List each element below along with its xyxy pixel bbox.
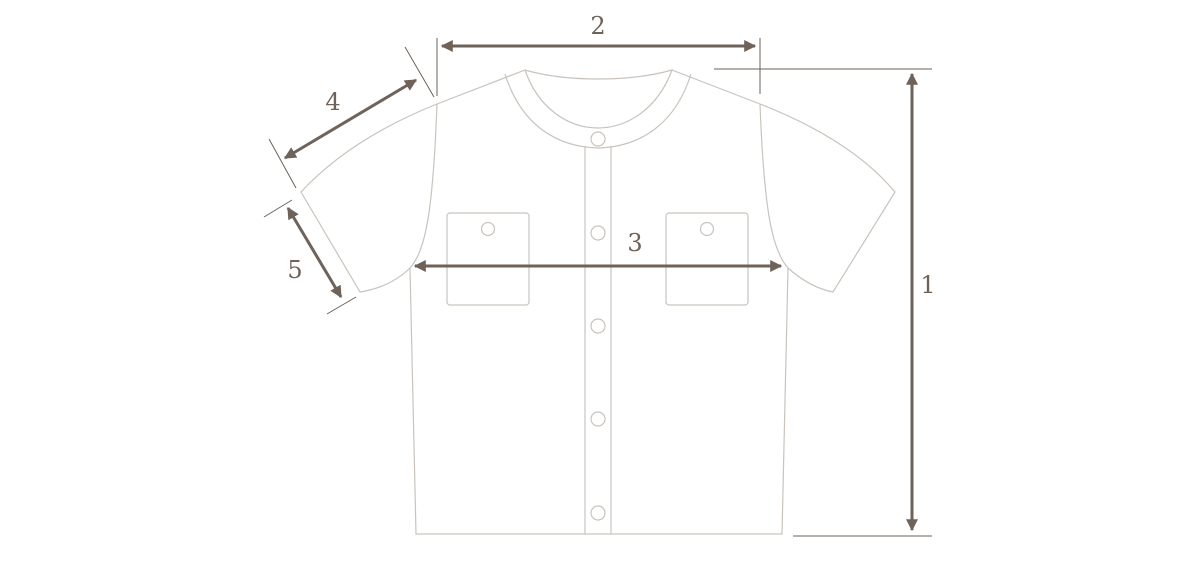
- right-pocket-button: [699, 221, 715, 237]
- button-3: [590, 318, 606, 334]
- right-sleeve-outline: [671, 69, 896, 293]
- button-5: [590, 505, 606, 521]
- sleeve-bottom-extension: [326, 296, 357, 315]
- left-pocket: [446, 212, 530, 306]
- button-2: [590, 225, 606, 241]
- shoulder-slope-top-extension: [404, 46, 435, 98]
- measurement-sleeve: 5: [263, 199, 357, 315]
- right-pocket: [665, 212, 749, 306]
- measurement-shoulder-slope: 4: [268, 46, 435, 189]
- measurement-chest: 3: [413, 229, 783, 272]
- shoulder-label: 2: [590, 12, 605, 40]
- sleeve-top-extension: [263, 199, 293, 218]
- button-1: [590, 131, 606, 147]
- shoulder-slope-label: 4: [325, 88, 340, 116]
- collar-outer: [504, 73, 692, 149]
- measurement-shoulder: 2: [436, 12, 761, 96]
- sleeve-arrow: [286, 206, 343, 299]
- measurement-length: 1: [714, 68, 936, 537]
- collar-inner: [524, 69, 673, 129]
- button-4: [590, 411, 606, 427]
- length-label: 1: [920, 271, 935, 299]
- shoulder-slope-arrow: [283, 78, 418, 160]
- shoulder-slope-bottom-extension: [268, 138, 297, 189]
- left-pocket-button: [480, 221, 496, 237]
- chest-label: 3: [627, 229, 642, 257]
- shirt-illustration: [300, 69, 896, 535]
- sleeve-label: 5: [287, 256, 302, 284]
- shirt-body-outline: [409, 103, 789, 535]
